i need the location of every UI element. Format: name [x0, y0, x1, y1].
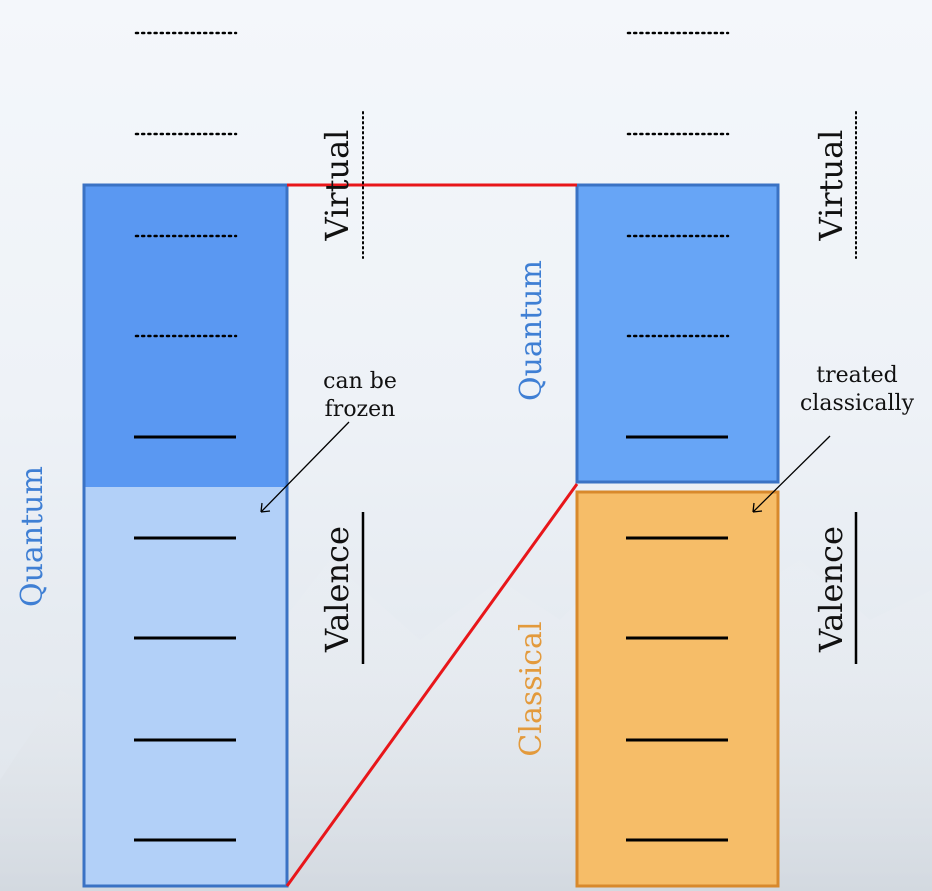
left-frozen-note: can be frozen: [290, 368, 430, 424]
left-valence-levels: [134, 435, 236, 842]
right-annotation-arrow: [752, 435, 831, 513]
right-valence-levels: [626, 435, 728, 842]
left-quantum-label: Quantum: [15, 466, 50, 607]
left-virtual-label: Virtual: [318, 129, 356, 241]
right-classical-region: [575, 490, 780, 888]
left-annotation-arrow: [260, 421, 350, 513]
left-quantum-frozen-region: [84, 487, 287, 886]
left-virtual-levels: [134, 31, 238, 338]
right-quantum-region: [575, 183, 780, 484]
right-classical-label: Classical: [514, 621, 549, 757]
right-valence-label: Valence: [812, 526, 850, 652]
left-quantum-box-border: [82, 183, 289, 888]
right-classical-note: treated classically: [782, 362, 932, 418]
right-virtual-label: Virtual: [812, 129, 850, 241]
connector-diagonal-red-line: [285, 483, 579, 887]
right-classical-note-line-1: treated: [816, 363, 898, 388]
left-valence-label: Valence: [318, 526, 356, 652]
right-classical-note-line-2: classically: [799, 391, 915, 416]
right-quantum-label: Quantum: [514, 260, 549, 401]
left-frozen-note-line-2: frozen: [324, 397, 396, 422]
left-frozen-note-line-1: can be: [323, 369, 397, 394]
right-virtual-levels: [626, 31, 730, 338]
